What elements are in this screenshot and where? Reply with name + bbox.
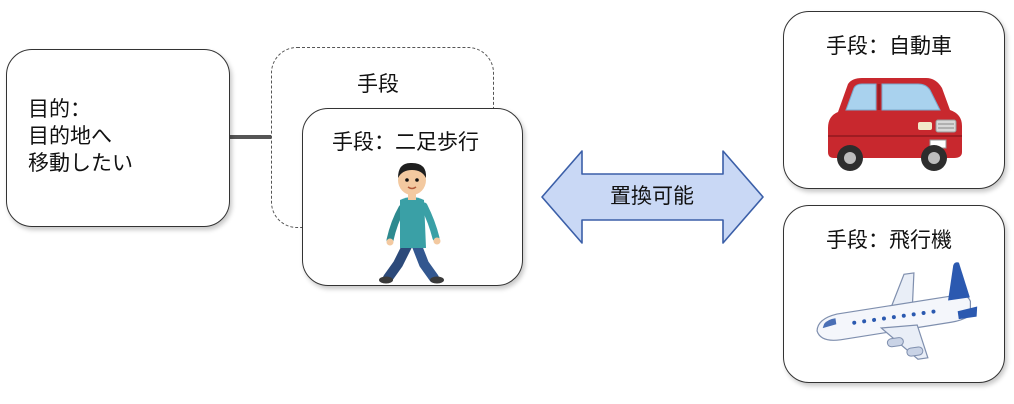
replace-arrow-label: 置換可能 xyxy=(610,184,694,208)
means-walk-label: 手段：二足歩行 xyxy=(332,130,479,154)
replace-arrow xyxy=(541,150,764,244)
means-group-label: 手段 xyxy=(357,72,399,96)
purpose-text: 目的： 目的地へ 移動したい xyxy=(28,96,133,177)
purpose-line-1: 目的： xyxy=(28,97,91,121)
airplane-icon xyxy=(816,262,978,360)
means-plane-label: 手段：飛行機 xyxy=(826,228,952,252)
purpose-line-2: 目的地へ xyxy=(28,124,112,148)
means-car-label: 手段：自動車 xyxy=(826,34,952,58)
purpose-line-3: 移動したい xyxy=(28,151,133,175)
red-car-icon xyxy=(828,78,962,171)
purpose-box xyxy=(6,49,230,227)
connector-line xyxy=(229,135,273,139)
walking-person-icon xyxy=(379,162,444,284)
